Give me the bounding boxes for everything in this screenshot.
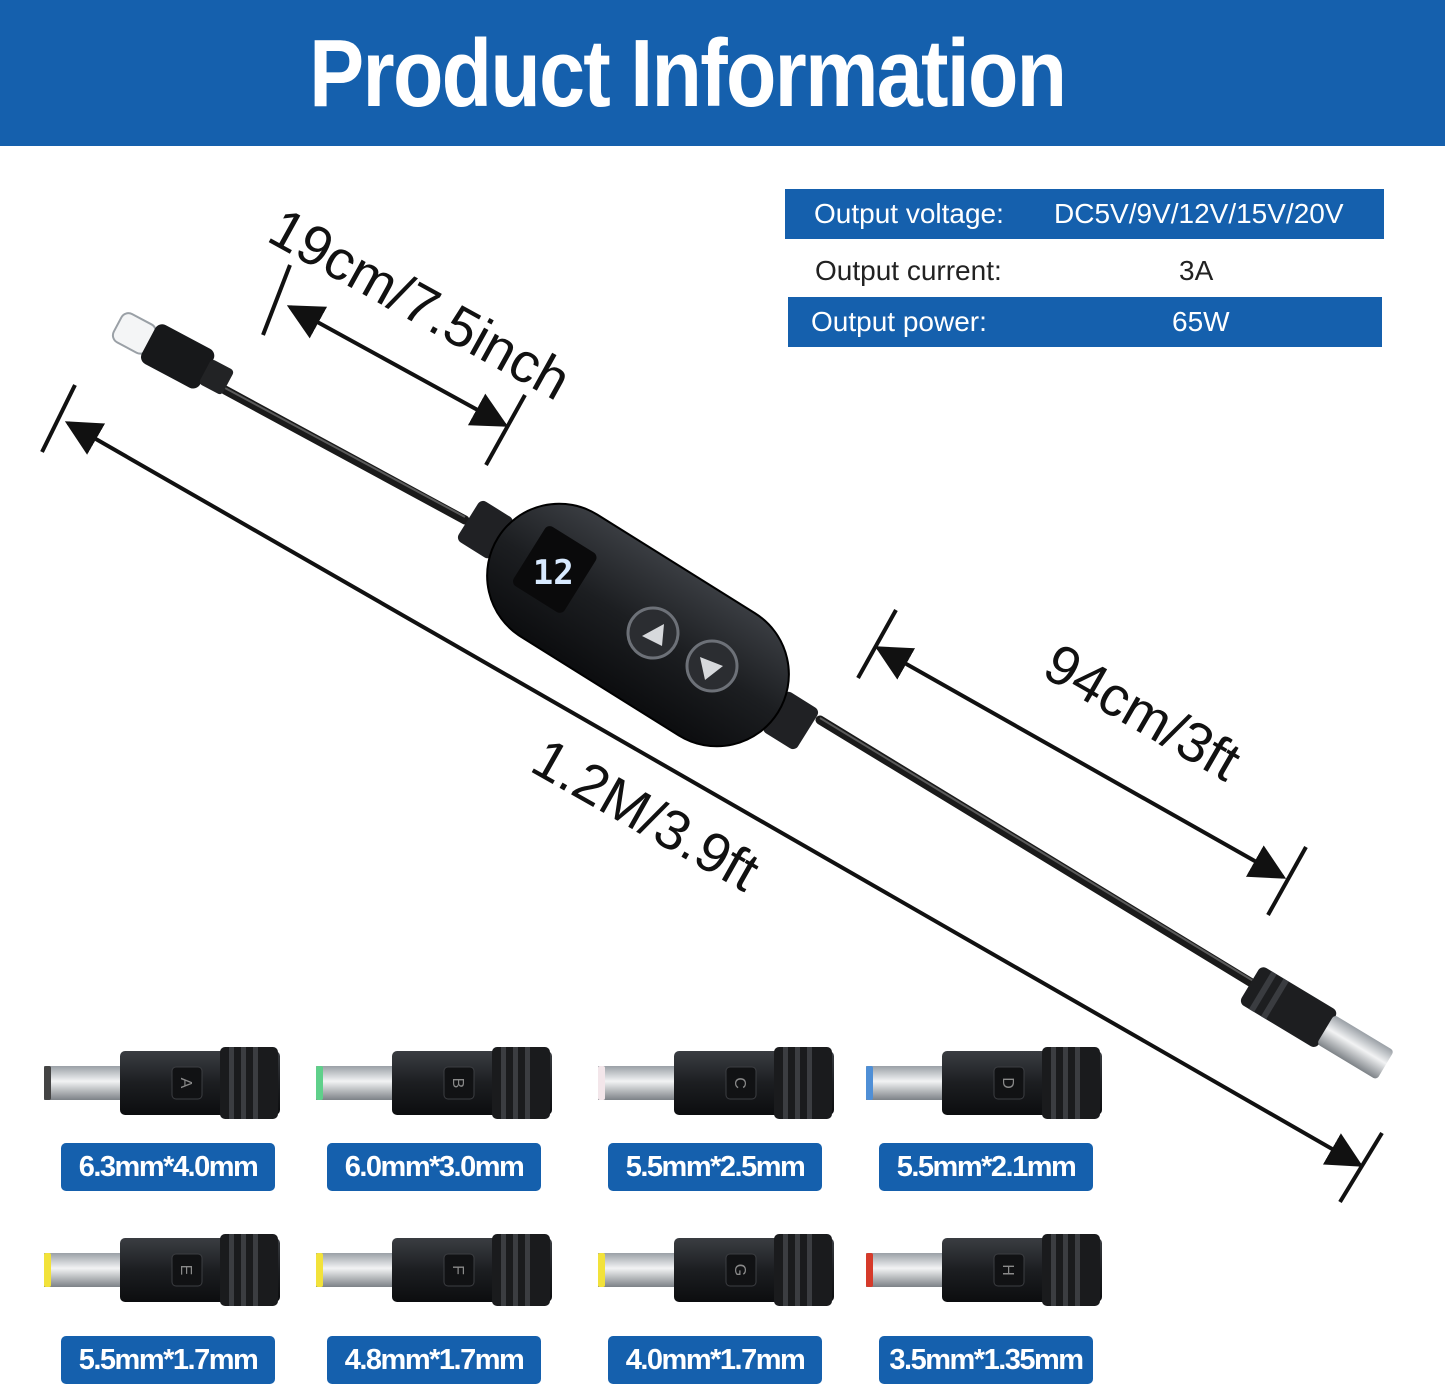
tip-size-label-h: 3.5mm*1.35mm (879, 1336, 1093, 1384)
tip-letter: F (449, 1265, 466, 1275)
usb-c-plug (111, 312, 234, 395)
page-title: Product Information (309, 20, 1067, 127)
voltage-down-button[interactable] (626, 606, 680, 660)
long-cable-label: 94cm/3ft (1034, 631, 1252, 793)
dimension-long-cable: 94cm/3ft (856, 609, 1308, 916)
tip-color-band (316, 1066, 323, 1100)
tip-connectors: A B C D E F G H (44, 1047, 1102, 1306)
tip-letter: D (999, 1077, 1016, 1089)
tip-letter: A (177, 1078, 194, 1089)
tip-connector-h: H (866, 1234, 1102, 1306)
spec-label: Output power: (811, 306, 987, 337)
spec-row-power: Output power: 65W (788, 297, 1382, 347)
tip-color-band (44, 1253, 51, 1287)
spec-value: 3A (1179, 255, 1214, 286)
tip-letter: G (731, 1264, 748, 1276)
tip-color-band (316, 1253, 323, 1287)
tip-connector-d: D (866, 1047, 1102, 1119)
usb-c-cable (220, 385, 470, 525)
tip-connector-a: A (44, 1047, 280, 1119)
tip-letter: E (177, 1265, 194, 1276)
dimension-short-cable: 19cm/7.5inch (259, 195, 581, 466)
tip-letter: B (449, 1078, 466, 1089)
spec-row-current: Output current: 3A (785, 246, 1384, 296)
tip-size-label-f: 4.8mm*1.7mm (327, 1336, 541, 1384)
tip-connector-g: G (598, 1234, 834, 1306)
tip-letter: H (999, 1264, 1016, 1276)
tip-size-label-g: 4.0mm*1.7mm (608, 1336, 822, 1384)
tip-size-label-d: 5.5mm*2.1mm (879, 1143, 1093, 1191)
spec-value: DC5V/9V/12V/15V/20V (1054, 198, 1344, 229)
tip-connector-b: B (316, 1047, 552, 1119)
tip-size-label-b: 6.0mm*3.0mm (327, 1143, 541, 1191)
spec-label: Output current: (815, 255, 1002, 286)
display-readout: 12 (533, 553, 574, 593)
tip-color-band (44, 1066, 51, 1100)
tip-connector-c: C (598, 1047, 834, 1119)
header-banner: Product Information (0, 0, 1445, 146)
tip-connector-f: F (316, 1234, 552, 1306)
tip-size-label-c: 5.5mm*2.5mm (608, 1143, 822, 1191)
spec-row-voltage: Output voltage: DC5V/9V/12V/15V/20V (785, 189, 1384, 239)
tip-size-label-e: 5.5mm*1.7mm (61, 1336, 275, 1384)
tip-color-band (866, 1253, 873, 1287)
tip-size-label-a: 6.3mm*4.0mm (61, 1143, 275, 1191)
tip-color-band (866, 1066, 873, 1100)
spec-label: Output voltage: (814, 198, 1004, 229)
voltage-up-button[interactable] (685, 639, 739, 693)
dc-plug (1240, 967, 1393, 1079)
tip-color-band (598, 1066, 605, 1100)
tip-letter: C (731, 1077, 748, 1089)
total-length-label: 1.2M/3.9ft (522, 726, 770, 904)
spec-value: 65W (1172, 306, 1230, 337)
tip-color-band (598, 1253, 605, 1287)
tip-connector-e: E (44, 1234, 280, 1306)
